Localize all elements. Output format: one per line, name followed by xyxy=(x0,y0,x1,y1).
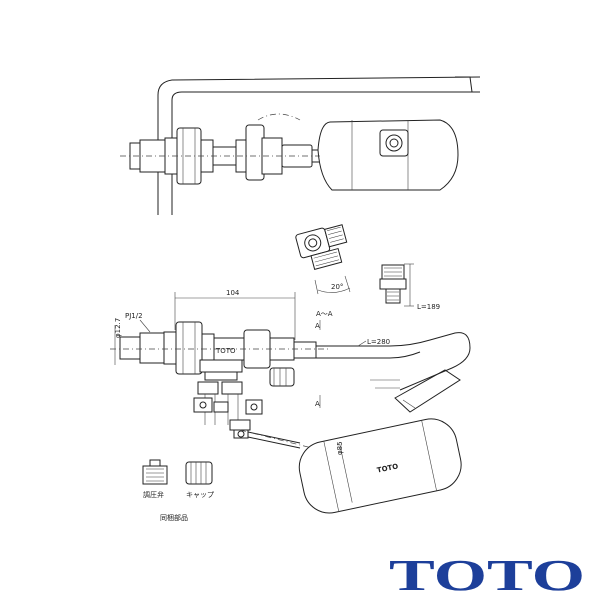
brand-logo: TOTO xyxy=(389,551,585,600)
included-parts xyxy=(142,459,213,485)
dim-l189: L=189 xyxy=(417,303,440,311)
view-label: A～A xyxy=(316,310,333,318)
part-label-regulator: 調圧弁 xyxy=(143,490,164,499)
angle-label: 20° xyxy=(331,283,343,291)
dim-l280: L=280 xyxy=(367,338,390,346)
part-label-cap: キャップ xyxy=(186,491,214,499)
dim-phi: φ12.7 xyxy=(114,318,122,338)
section-a-a-detail: 20° A～A xyxy=(295,224,351,318)
section-mark-top: A xyxy=(315,322,320,330)
top-view xyxy=(120,76,481,215)
valve-detail: L=189 xyxy=(379,263,440,311)
dim-float-dia: φ85 xyxy=(336,441,344,455)
side-view: 104 PJ1/2 φ12.7 TOTO A A xyxy=(110,289,471,514)
section-mark-bottom: A xyxy=(315,400,320,408)
parts-caption: 同梱部品 xyxy=(160,513,188,522)
dim-pj: PJ1/2 xyxy=(125,312,143,320)
body-mark: TOTO xyxy=(215,347,236,355)
dim-104: 104 xyxy=(226,289,240,297)
